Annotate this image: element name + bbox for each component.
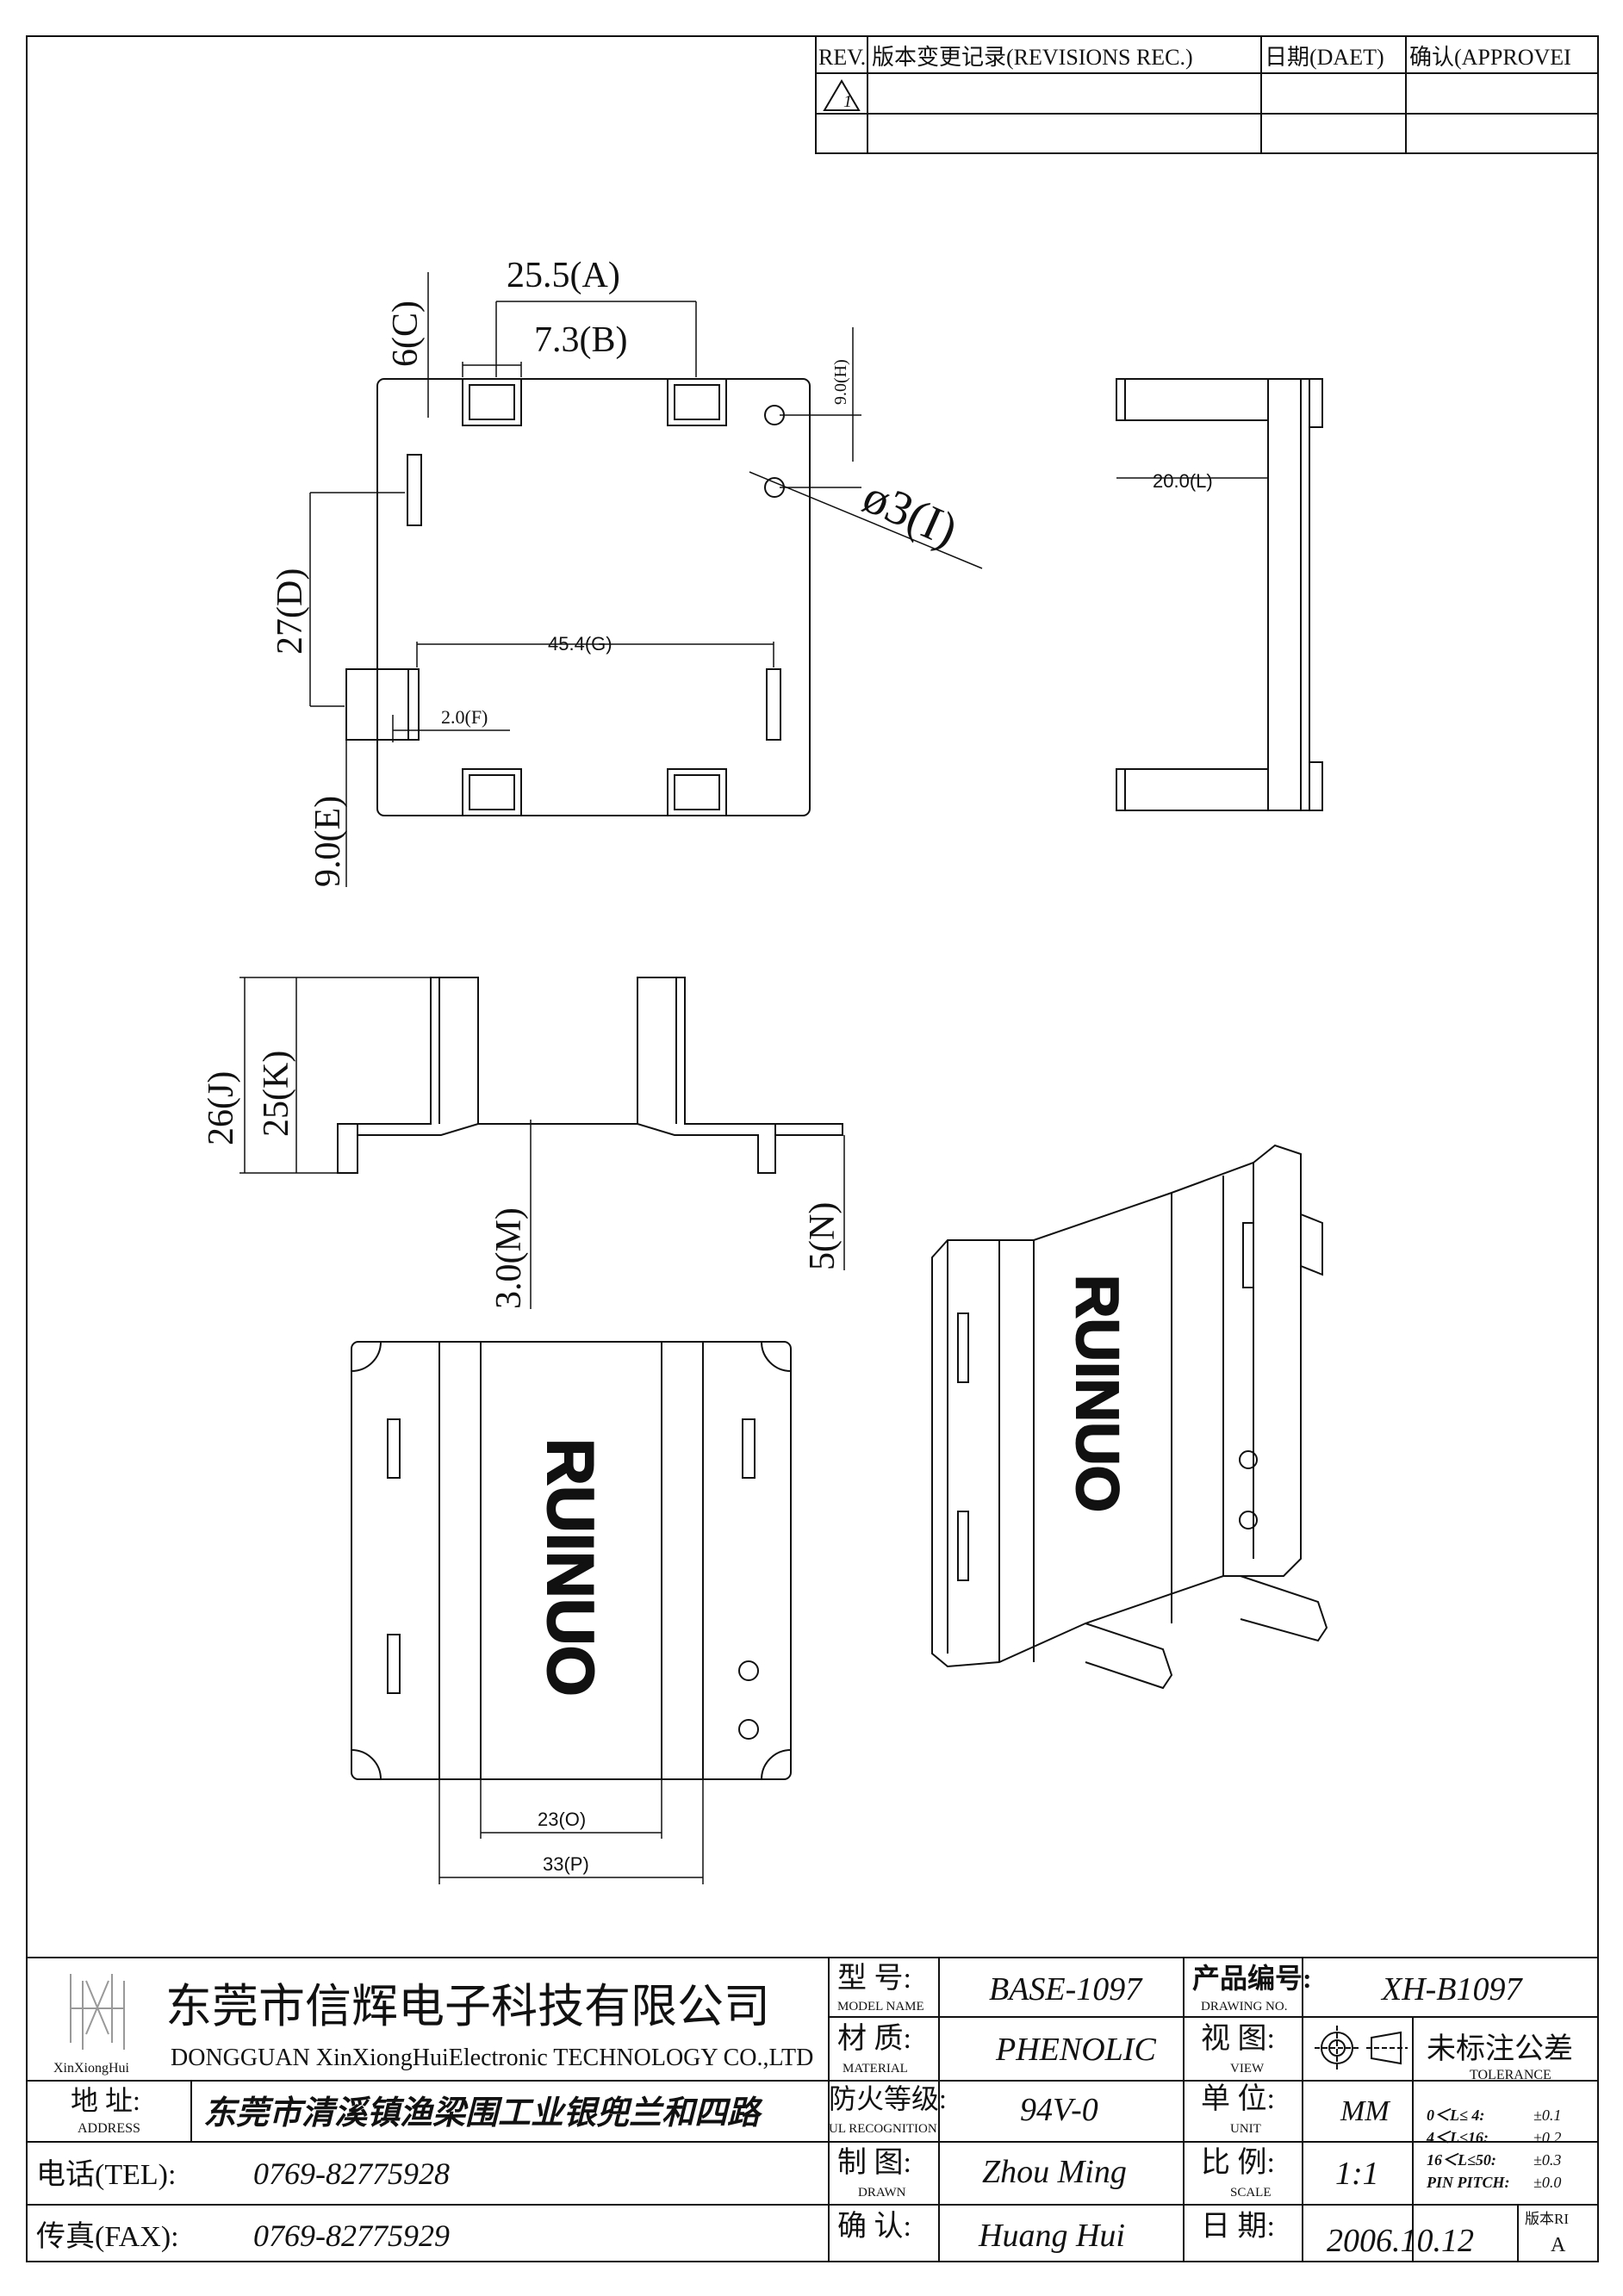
tolerance-value: ±0.1 [1533, 2107, 1561, 2124]
view-label: 视 图: [1201, 2023, 1275, 2055]
top-pin [667, 378, 727, 426]
tolerance-title: 未标注公差 [1427, 2032, 1573, 2065]
tel-label: 电话(TEL): [36, 2158, 176, 2191]
date-value: 2006.10.12 [1327, 2223, 1474, 2259]
model-label-en: MODEL NAME [837, 2000, 924, 2014]
bottom-pin [462, 768, 522, 816]
approve-header: 确认(APPROVEI [1409, 45, 1571, 70]
tel-value: 0769-82775928 [253, 2156, 450, 2191]
logo-text: XinXiongHui [53, 2061, 130, 2076]
revision-table [815, 35, 1599, 154]
model-label: 型 号: [837, 1963, 911, 1995]
product-no-value: XH-B1097 [1380, 1971, 1524, 2007]
drawing-frame [26, 35, 1599, 2262]
bottom-slot [387, 1634, 401, 1694]
bottom-hole [738, 1660, 759, 1681]
projection-symbol-icon [1315, 2026, 1408, 2070]
bottom-view [351, 1341, 792, 1780]
top-view-outline [376, 378, 811, 816]
dimension-b: 7.3(B) [534, 320, 628, 360]
unit-label-en: UNIT [1230, 2122, 1261, 2136]
side-slot [407, 454, 422, 526]
dimension-p: 33(P) [543, 1853, 589, 1875]
scale-value: 1:1 [1335, 2156, 1379, 2192]
rev-header: REV. [818, 45, 866, 70]
bottom-pin [667, 768, 727, 816]
isometric-marking: RUINUO [1064, 1275, 1131, 1512]
version-label: 版本RI [1525, 2211, 1569, 2227]
revision-triangle-icon [823, 79, 861, 111]
tolerance-range: 16＜L≤50: [1427, 2151, 1496, 2169]
tolerance-title-en: TOLERANCE [1470, 2068, 1551, 2082]
fire-label-en: UL RECOGNITION [829, 2122, 937, 2136]
dimension-f: 2.0(F) [441, 706, 488, 728]
dimension-h: 9.0(H) [831, 359, 850, 405]
dimension-l: 20.0(L) [1153, 470, 1213, 492]
drawn-label-en: DRAWN [858, 2186, 906, 2200]
bottom-slot [742, 1418, 756, 1479]
dimension-o: 23(O) [538, 1809, 586, 1830]
date-header: 日期(DAET) [1265, 45, 1384, 70]
title-block-grid [27, 1957, 1598, 2262]
fax-label: 传真(FAX): [36, 2220, 179, 2253]
tolerance-range: PIN PITCH: [1426, 2174, 1510, 2191]
bottom-hole [738, 1719, 759, 1740]
drawn-label: 制 图: [837, 2147, 911, 2179]
dimension-j: 26(J) [202, 1071, 241, 1145]
tolerance-range: 4＜L≤16: [1426, 2129, 1489, 2146]
side-slot [345, 668, 420, 741]
dimension-a: 25.5(A) [507, 256, 620, 295]
dimension-k: 25(K) [257, 1051, 296, 1137]
company-name-en: DONGGUAN XinXiongHuiElectronic TECHNOLOG… [171, 2045, 813, 2071]
front-view [337, 977, 843, 1174]
company-name-cn: 东莞市信辉电子科技有限公司 [165, 1981, 770, 2032]
side-slot [766, 668, 781, 741]
dimension-g: 45.4(G) [548, 633, 613, 655]
top-pin [462, 378, 522, 426]
unit-label: 单 位: [1201, 2082, 1275, 2115]
bottom-slot [387, 1418, 401, 1479]
unit-value: MM [1340, 2095, 1390, 2127]
revision-marker: 1 [843, 92, 852, 111]
dimension-n: 5(N) [803, 1202, 843, 1270]
dimension-e: 9.0(E) [308, 796, 348, 887]
view-label-en: VIEW [1230, 2062, 1265, 2076]
tolerance-value: ±0.0 [1533, 2174, 1561, 2191]
address-value: 东莞市清溪镇渔梁围工业银兜兰和四路 [203, 2095, 763, 2132]
dimension-d: 27(D) [270, 568, 310, 655]
tolerance-range: 0＜L≤ 4: [1427, 2107, 1484, 2124]
approve-label: 确 认: [837, 2210, 911, 2243]
date-label: 日 期: [1201, 2211, 1275, 2243]
tolerance-value: ±0.3 [1533, 2151, 1561, 2169]
tolerance-value: ±0.2 [1533, 2129, 1561, 2146]
fire-label: 防火等级: [829, 2083, 947, 2114]
product-no-label: 产品编号: [1192, 1963, 1312, 1994]
drawn-value: Zhou Ming [982, 2154, 1127, 2190]
dimension-i: ø3(I) [855, 469, 965, 557]
address-label: 地 址: [71, 2085, 140, 2116]
dimension-m: 3.0(M) [489, 1207, 529, 1309]
material-label-en: MATERIAL [843, 2062, 908, 2076]
version-value: A [1551, 2234, 1566, 2256]
address-label-en: ADDRESS [78, 2121, 140, 2136]
revisions-header: 版本变更记录(REVISIONS REC.) [872, 45, 1193, 70]
approve-value: Huang Hui [978, 2218, 1125, 2254]
model-value: BASE-1097 [989, 1971, 1143, 2007]
bottom-marking: RUINUO [533, 1438, 606, 1697]
fire-value: 94V-0 [1020, 2092, 1098, 2128]
scale-label: 比 例: [1201, 2147, 1275, 2179]
material-value: PHENOLIC [995, 2032, 1156, 2068]
product-no-label-en: DRAWING NO. [1201, 2000, 1287, 2014]
isometric-view [931, 1144, 1328, 1690]
fax-value: 0769-82775929 [253, 2218, 450, 2253]
top-view [345, 378, 811, 816]
company-logo-icon [70, 1974, 125, 2050]
bottom-view-outline [351, 1341, 792, 1780]
dimension-c: 6(C) [386, 301, 426, 367]
side-view [1116, 378, 1323, 811]
material-label: 材 质: [837, 2022, 911, 2055]
scale-label-en: SCALE [1230, 2186, 1272, 2200]
